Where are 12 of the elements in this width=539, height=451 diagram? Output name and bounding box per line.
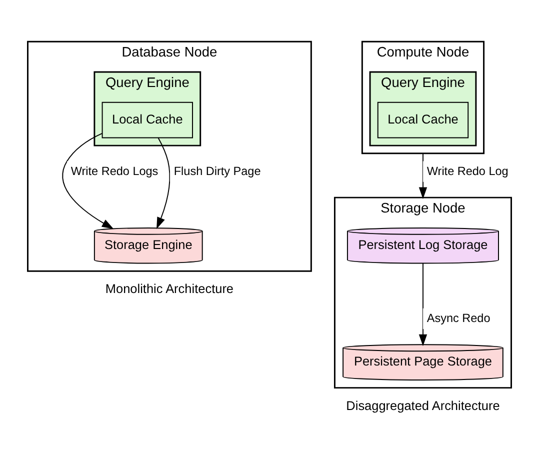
node-box: Local Cache	[377, 102, 469, 138]
arrow	[418, 262, 428, 346]
arrow	[62, 132, 114, 229]
node-box: Local Cache	[102, 102, 193, 138]
edge-label: Async Redo	[426, 312, 490, 326]
node-label: Disaggregated Architecture	[346, 398, 500, 413]
edge-label: Flush Dirty Page	[174, 165, 261, 178]
arrow	[418, 152, 428, 200]
arrow	[156, 137, 170, 230]
edge-label: Write Redo Log	[426, 165, 508, 178]
node-label: Monolithic Architecture	[105, 281, 234, 296]
edge-label: Write Redo Logs	[70, 165, 158, 178]
